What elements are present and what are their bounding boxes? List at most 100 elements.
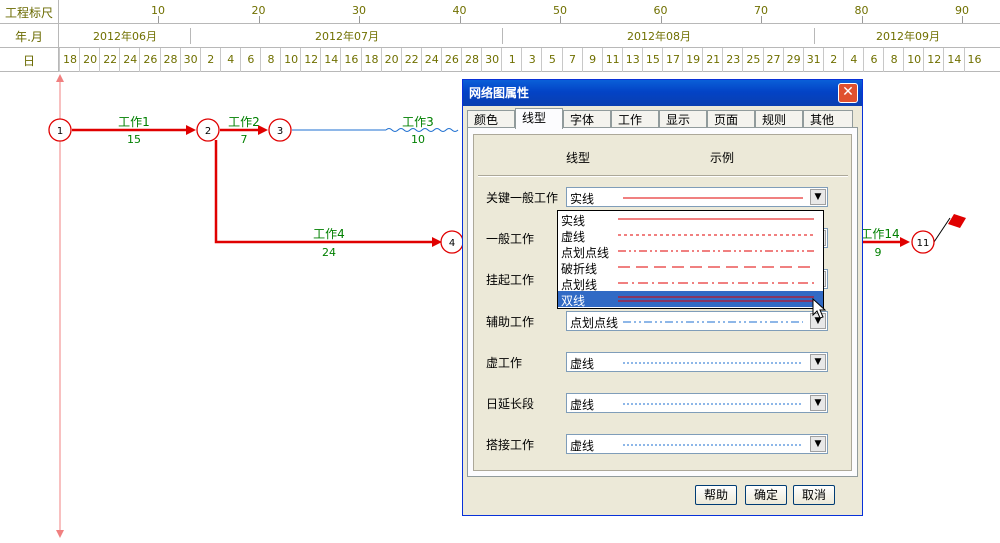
day-cell: 28: [461, 48, 482, 72]
finish-flag-icon: [948, 214, 966, 228]
line-sample: [623, 403, 803, 405]
ok-button[interactable]: 确定: [745, 485, 787, 505]
day-cell: 31: [802, 48, 824, 72]
node-11[interactable]: 11: [911, 230, 935, 254]
dummy-line-select[interactable]: 虚线 ▼: [566, 352, 828, 372]
day-cell: 3: [521, 48, 542, 72]
day-cell: 4: [219, 48, 241, 72]
task-name-14: 工作14: [860, 227, 899, 241]
day-cell: 28: [159, 48, 181, 72]
day-cell: 2: [822, 48, 844, 72]
critical-line-select[interactable]: 实线 ▼: [566, 187, 828, 207]
column-header-type: 线型: [566, 151, 591, 165]
task-duration-14: 9: [875, 246, 882, 259]
day-cell: 26: [440, 48, 462, 72]
divider: [478, 175, 848, 177]
tab-page[interactable]: 页面: [707, 110, 755, 128]
day-cell: 4: [842, 48, 864, 72]
line-sample: [618, 250, 814, 252]
day-cell: 10: [903, 48, 924, 72]
dropdown-option-dash-dot[interactable]: 点划线: [558, 275, 823, 292]
node-4[interactable]: 4: [440, 230, 464, 254]
dropdown-option-dashed[interactable]: 虚线: [558, 227, 823, 244]
auxiliary-line-select[interactable]: 点划点线 ▼: [566, 311, 828, 331]
day-cell: 18: [360, 48, 382, 72]
scale-tick-mark: [560, 16, 561, 23]
chevron-down-icon[interactable]: ▼: [810, 395, 826, 411]
line-sample: [618, 218, 814, 220]
day-cell: 14: [943, 48, 964, 72]
day-cell: 6: [863, 48, 884, 72]
day-cell: 23: [722, 48, 743, 72]
day-cell: 26: [139, 48, 160, 72]
tab-other[interactable]: 其他: [803, 110, 853, 128]
scale-tick-mark: [258, 16, 260, 23]
task-name-2: 工作2: [228, 115, 260, 129]
arrowhead: [432, 237, 442, 247]
scale-tick: 80: [854, 4, 869, 17]
node-label: 11: [917, 238, 930, 249]
scale-tick: 30: [352, 4, 366, 17]
scale-tick: 60: [653, 4, 668, 17]
help-button[interactable]: 帮助: [695, 485, 737, 505]
day-cell: 14: [320, 48, 341, 72]
arrowhead: [186, 125, 196, 135]
select-value: 虚线: [570, 357, 595, 371]
day-cell: 2: [199, 48, 221, 72]
select-value: 虚线: [570, 398, 595, 412]
overlap-line-select[interactable]: 虚线 ▼: [566, 434, 828, 454]
dropdown-option-double[interactable]: 双线: [558, 291, 823, 308]
select-value: 点划点线: [570, 316, 619, 330]
option-label: 点划点线: [561, 246, 610, 260]
today-line-bottom-arrow: [56, 530, 64, 538]
day-cell: 6: [239, 48, 261, 72]
task-name-3: 工作3: [402, 115, 434, 129]
node-1[interactable]: 1: [48, 118, 72, 142]
chevron-down-icon[interactable]: ▼: [810, 436, 826, 452]
tab-display[interactable]: 显示: [659, 110, 707, 128]
day-cell: 18: [59, 48, 80, 72]
tab-rules[interactable]: 规则: [755, 110, 803, 128]
day-cell: 10: [280, 48, 301, 72]
task-arrow-4[interactable]: [214, 140, 438, 244]
close-icon[interactable]: ✕: [838, 83, 858, 103]
dropdown-option-dash-dot-dot[interactable]: 点划点线: [558, 243, 823, 260]
day-cell: 22: [99, 48, 120, 72]
scale-tick-mark: [459, 16, 461, 23]
cancel-button[interactable]: 取消: [793, 485, 835, 505]
month-cell: 2012年07月: [190, 28, 503, 44]
line-sample: [618, 282, 814, 284]
option-label: 破折线: [561, 262, 598, 276]
dropdown-option-long-dash[interactable]: 破折线: [558, 259, 823, 276]
tab-font[interactable]: 字体: [563, 110, 611, 128]
day-cell: 8: [883, 48, 904, 72]
extension-line-select[interactable]: 虚线 ▼: [566, 393, 828, 413]
free-float-wave: [385, 128, 459, 132]
tab-color[interactable]: 颜色: [467, 110, 515, 128]
ruler-day-row: 日: [0, 48, 1000, 72]
row-label-extension: 日延长段: [486, 397, 535, 411]
line-sample: [623, 197, 803, 199]
line-sample: [618, 234, 814, 236]
chevron-down-icon[interactable]: ▼: [810, 189, 826, 205]
day-cell: 17: [662, 48, 683, 72]
month-cell: 2012年06月: [93, 30, 157, 43]
node-3[interactable]: 3: [268, 118, 292, 142]
row-label-overlap: 搭接工作: [486, 438, 535, 452]
row-label-critical: 关键一般工作: [486, 191, 559, 205]
task-duration-4: 24: [322, 246, 336, 259]
node-2[interactable]: 2: [196, 118, 220, 142]
row-label-auxiliary: 辅助工作: [486, 315, 535, 329]
day-cell: 15: [641, 48, 663, 72]
column-header-example: 示例: [710, 151, 735, 165]
select-value: 实线: [570, 192, 595, 206]
day-cell: 27: [762, 48, 784, 72]
chevron-down-icon[interactable]: ▼: [810, 354, 826, 370]
day-cell: 7: [561, 48, 583, 72]
scale-tick-mark: [660, 16, 662, 23]
tab-line-type[interactable]: 线型: [515, 108, 563, 129]
line-sample: [623, 362, 803, 364]
dropdown-option-solid[interactable]: 实线: [558, 211, 823, 228]
tab-work[interactable]: 工作: [611, 110, 659, 128]
